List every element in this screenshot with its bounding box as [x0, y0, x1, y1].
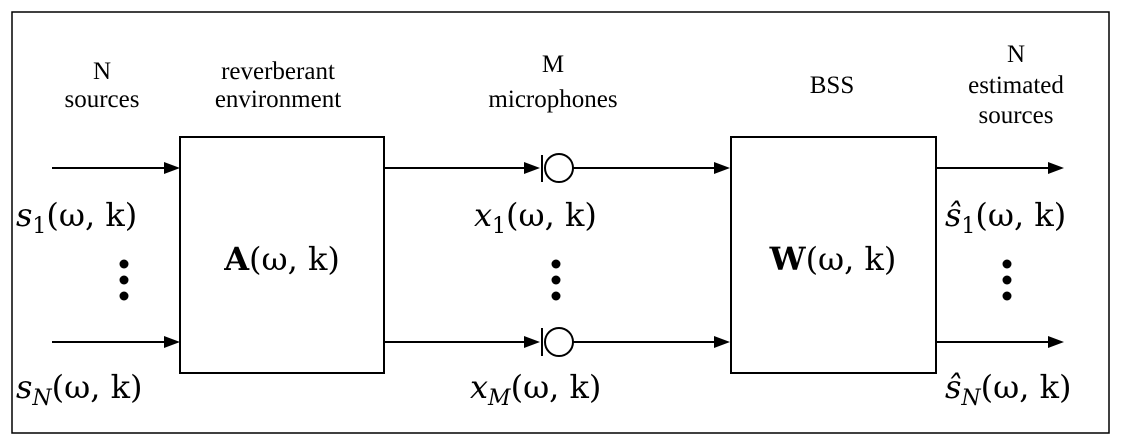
signal-source-last-sub: N [31, 386, 52, 411]
output-1-arrowhead [1048, 162, 1064, 174]
signal-est-last-args: (ω, k) [981, 368, 1072, 406]
signal-source-last-base: s [16, 368, 32, 406]
header-sources-line1: N [93, 58, 111, 85]
signal-mic-last: xM(ω, k) [470, 368, 601, 411]
signal-mic-first: x1(ω, k) [474, 196, 597, 239]
signal-source-first-args: (ω, k) [46, 196, 137, 234]
demixing-symbol: W [769, 240, 807, 278]
mic-m-to-bss-arrowhead [714, 336, 730, 348]
signal-source-last-args: (ω, k) [52, 368, 143, 406]
sources-ellipsis-icon [119, 259, 129, 301]
microphone-m-icon [544, 327, 574, 357]
header-estimated-line2: estimated [968, 72, 1064, 99]
signal-mic-first-base: x [474, 196, 492, 234]
header-sources-line2: sources [65, 86, 140, 113]
header-microphones-line1: M [542, 51, 564, 78]
mix-to-mic-m-arrowhead [524, 336, 540, 348]
signal-mic-last-base: x [470, 368, 488, 406]
header-estimated-line3: sources [979, 102, 1054, 129]
header-bss: BSS [810, 72, 854, 99]
header-environment-line1: reverberant [221, 58, 335, 85]
microphones-ellipsis-icon [551, 259, 561, 301]
mixing-symbol: A [223, 240, 250, 278]
header-environment-line2: environment [215, 86, 341, 113]
estimated-ellipsis-icon [1002, 259, 1012, 301]
signal-mic-first-sub: 1 [492, 214, 506, 239]
signal-est-last: ŝN(ω, k) [945, 368, 1071, 411]
source-1-arrowhead [164, 162, 180, 174]
signal-source-first-base: s [16, 196, 32, 234]
signal-source-last: sN(ω, k) [16, 368, 142, 411]
diagram-frame [11, 11, 1110, 434]
microphone-1-icon [544, 153, 574, 183]
signal-mic-last-sub: M [487, 386, 511, 411]
signal-est-last-base: ŝ [945, 368, 961, 406]
mixing-args: (ω, k) [249, 240, 340, 278]
signal-source-first: s1(ω, k) [16, 196, 137, 239]
signal-est-first-sub: 1 [961, 214, 975, 239]
source-n-arrowhead [164, 336, 180, 348]
bss-box [730, 136, 937, 374]
header-microphones-line2: microphones [488, 86, 617, 113]
signal-source-first-sub: 1 [32, 214, 46, 239]
signal-est-last-sub: N [960, 386, 981, 411]
signal-est-first-base: ŝ [945, 196, 961, 234]
output-n-arrowhead [1048, 336, 1064, 348]
demixing-args: (ω, k) [806, 240, 897, 278]
mix-to-mic-1-arrowhead [524, 162, 540, 174]
signal-est-first-args: (ω, k) [975, 196, 1066, 234]
signal-mic-last-args: (ω, k) [511, 368, 602, 406]
signal-mic-first-args: (ω, k) [506, 196, 597, 234]
mixing-label: A(ω, k) [223, 240, 340, 278]
mixing-box [179, 136, 385, 374]
header-estimated-line1: N [1007, 41, 1025, 68]
mic-1-to-bss-arrowhead [714, 162, 730, 174]
demixing-label: W(ω, k) [769, 240, 897, 278]
signal-est-first: ŝ1(ω, k) [945, 196, 1066, 239]
